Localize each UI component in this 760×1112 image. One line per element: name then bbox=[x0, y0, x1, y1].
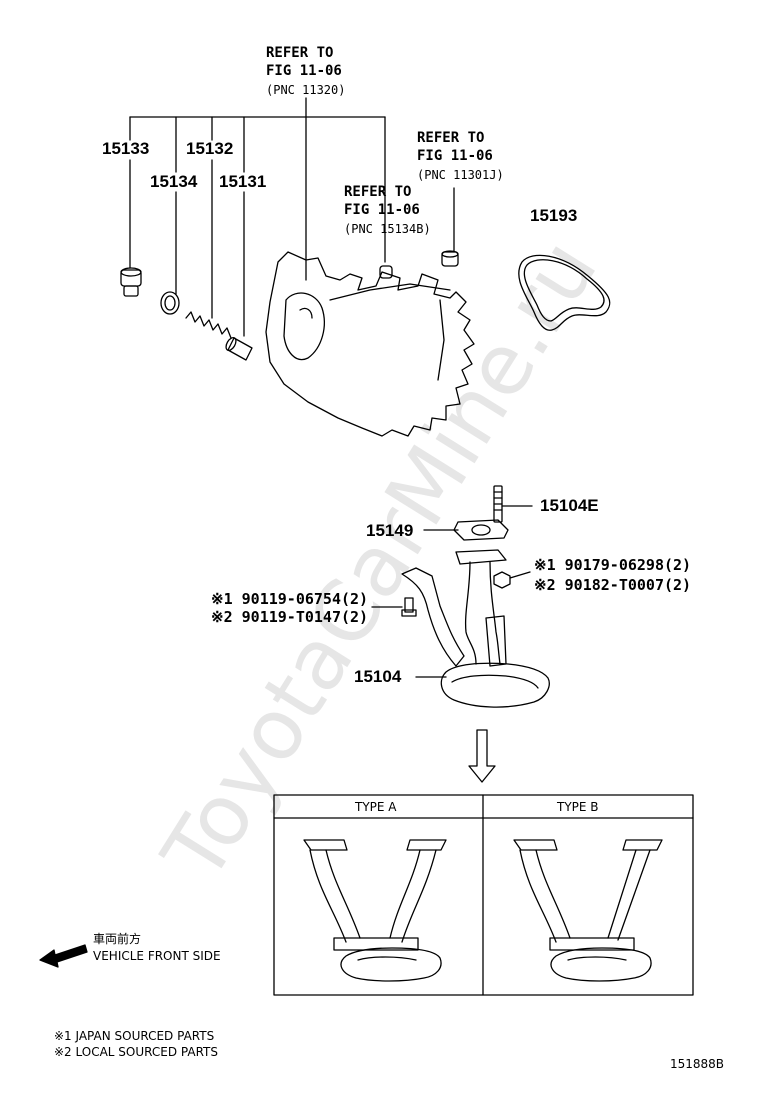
ref-middle-line2: FIG 11-06 bbox=[344, 202, 420, 218]
stud-15104e bbox=[493, 485, 533, 523]
part-90182-label: ※2 90182-T0007(2) bbox=[534, 576, 692, 594]
part-90179-label: ※1 90179-06298(2) bbox=[534, 556, 692, 574]
direction-en: VEHICLE FRONT SIDE bbox=[93, 949, 221, 963]
oil-strainer-15104 bbox=[401, 549, 550, 708]
figure-code: 151888B bbox=[670, 1057, 725, 1071]
vehicle-front-arrow bbox=[39, 944, 88, 968]
ref-middle-line1: REFER TO bbox=[344, 184, 412, 200]
note-local: ※2 LOCAL SOURCED PARTS bbox=[54, 1045, 218, 1059]
type-table bbox=[273, 794, 694, 996]
ref-right-line2: FIG 11-06 bbox=[417, 148, 493, 164]
ref-top-line1: REFER TO bbox=[266, 45, 334, 61]
type-b-header: TYPE B bbox=[557, 800, 599, 814]
ref-top-line2: FIG 11-06 bbox=[266, 63, 342, 79]
ref-right-line1: REFER TO bbox=[417, 130, 485, 146]
type-b-strainer bbox=[513, 839, 663, 982]
note-japan: ※1 JAPAN SOURCED PARTS bbox=[54, 1029, 215, 1043]
o-ring-15134 bbox=[160, 291, 180, 315]
gasket-15193 bbox=[518, 254, 611, 331]
small-plug-15134b bbox=[379, 265, 393, 279]
gasket-15149 bbox=[423, 519, 509, 541]
top-leader-lines bbox=[129, 97, 455, 337]
type-a-strainer bbox=[303, 839, 447, 982]
direction-jp: 車両前方 bbox=[93, 932, 142, 946]
part-15149-label: 15149 bbox=[366, 521, 414, 540]
part-15193-label: 15193 bbox=[530, 206, 578, 225]
bolt-90119 bbox=[371, 597, 417, 617]
part-15131-label: 15131 bbox=[219, 172, 267, 191]
part-15104e-label: 15104E bbox=[540, 496, 599, 515]
ref-middle-line3: (PNC 15134B) bbox=[344, 222, 431, 236]
part-90119-t0147-label: ※2 90119-T0147(2) bbox=[211, 608, 369, 626]
transmission-housing bbox=[265, 251, 475, 437]
small-plug-11301j bbox=[441, 250, 459, 267]
down-arrow bbox=[468, 729, 496, 783]
spring-15132 bbox=[185, 311, 232, 339]
ref-right-line3: (PNC 11301J) bbox=[417, 168, 504, 182]
type-a-header: TYPE A bbox=[355, 800, 397, 814]
ref-top-line3: (PNC 11320) bbox=[266, 83, 346, 97]
part-15133-label: 15133 bbox=[102, 139, 150, 158]
part-15104-label: 15104 bbox=[354, 667, 402, 686]
plug-15133 bbox=[120, 267, 142, 297]
part-90119-06754-label: ※1 90119-06754(2) bbox=[211, 590, 369, 608]
part-15132-label: 15132 bbox=[186, 139, 234, 158]
part-15134-label: 15134 bbox=[150, 172, 198, 191]
valve-15131 bbox=[225, 336, 253, 361]
nut-90179 bbox=[493, 571, 531, 589]
